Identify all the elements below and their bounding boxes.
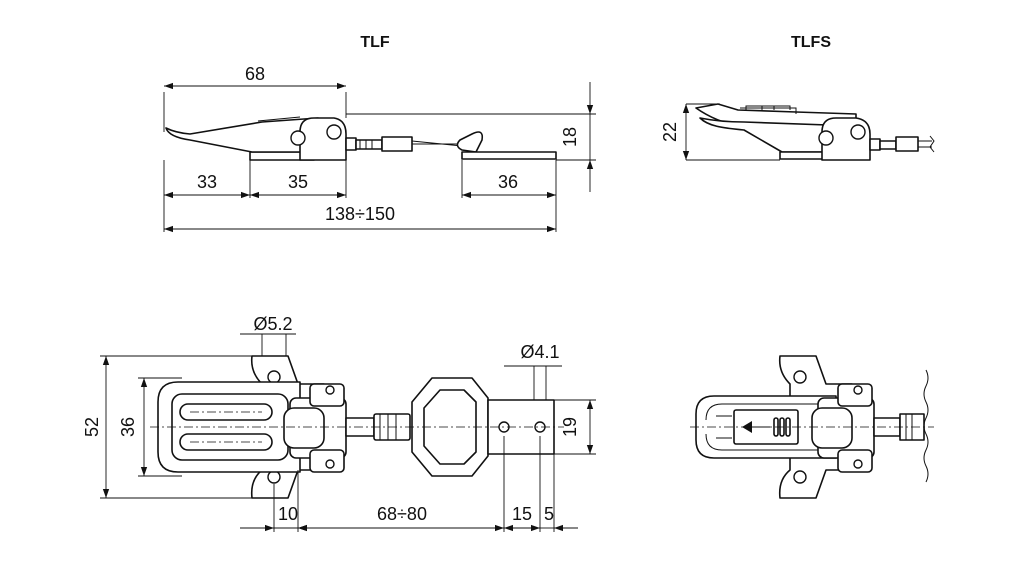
dim-tlf-catch-length: 36: [498, 172, 518, 192]
dim-plan-overall-width: 52: [82, 417, 102, 437]
dim-tlf-mid-offset: 35: [288, 172, 308, 192]
dim-hole-diameter-body: Ø5.2: [253, 314, 292, 334]
dim-tlf-overall-length: 138÷150: [325, 204, 395, 224]
dim-catch-end-offset: 5: [544, 504, 554, 524]
tlf-plan-view: 52 36 19 Ø5.2 Ø4.1 10 68÷80 15 5: [82, 314, 596, 532]
dim-tlfs-height: 22: [660, 122, 680, 142]
tlf-side-view: 68 33 35 36 138÷150 18: [163, 64, 596, 233]
tlfs-side-view: 22: [660, 103, 935, 161]
dim-catch-hole-spacing: 15: [512, 504, 532, 524]
dim-tlf-left-offset: 33: [197, 172, 217, 192]
dim-tlf-top-length: 68: [245, 64, 265, 84]
dim-plan-offset: 10: [278, 504, 298, 524]
dim-plan-inner-width: 36: [118, 417, 138, 437]
dim-hole-diameter-catch: Ø4.1: [520, 342, 559, 362]
title-tlfs: TLFS: [791, 34, 831, 51]
dim-plan-adjust-range: 68÷80: [377, 504, 427, 524]
title-tlf: TLF: [360, 34, 390, 51]
dim-tlf-height: 18: [560, 127, 580, 147]
dim-catch-width: 19: [560, 417, 580, 437]
tlfs-plan-view: [690, 355, 934, 499]
